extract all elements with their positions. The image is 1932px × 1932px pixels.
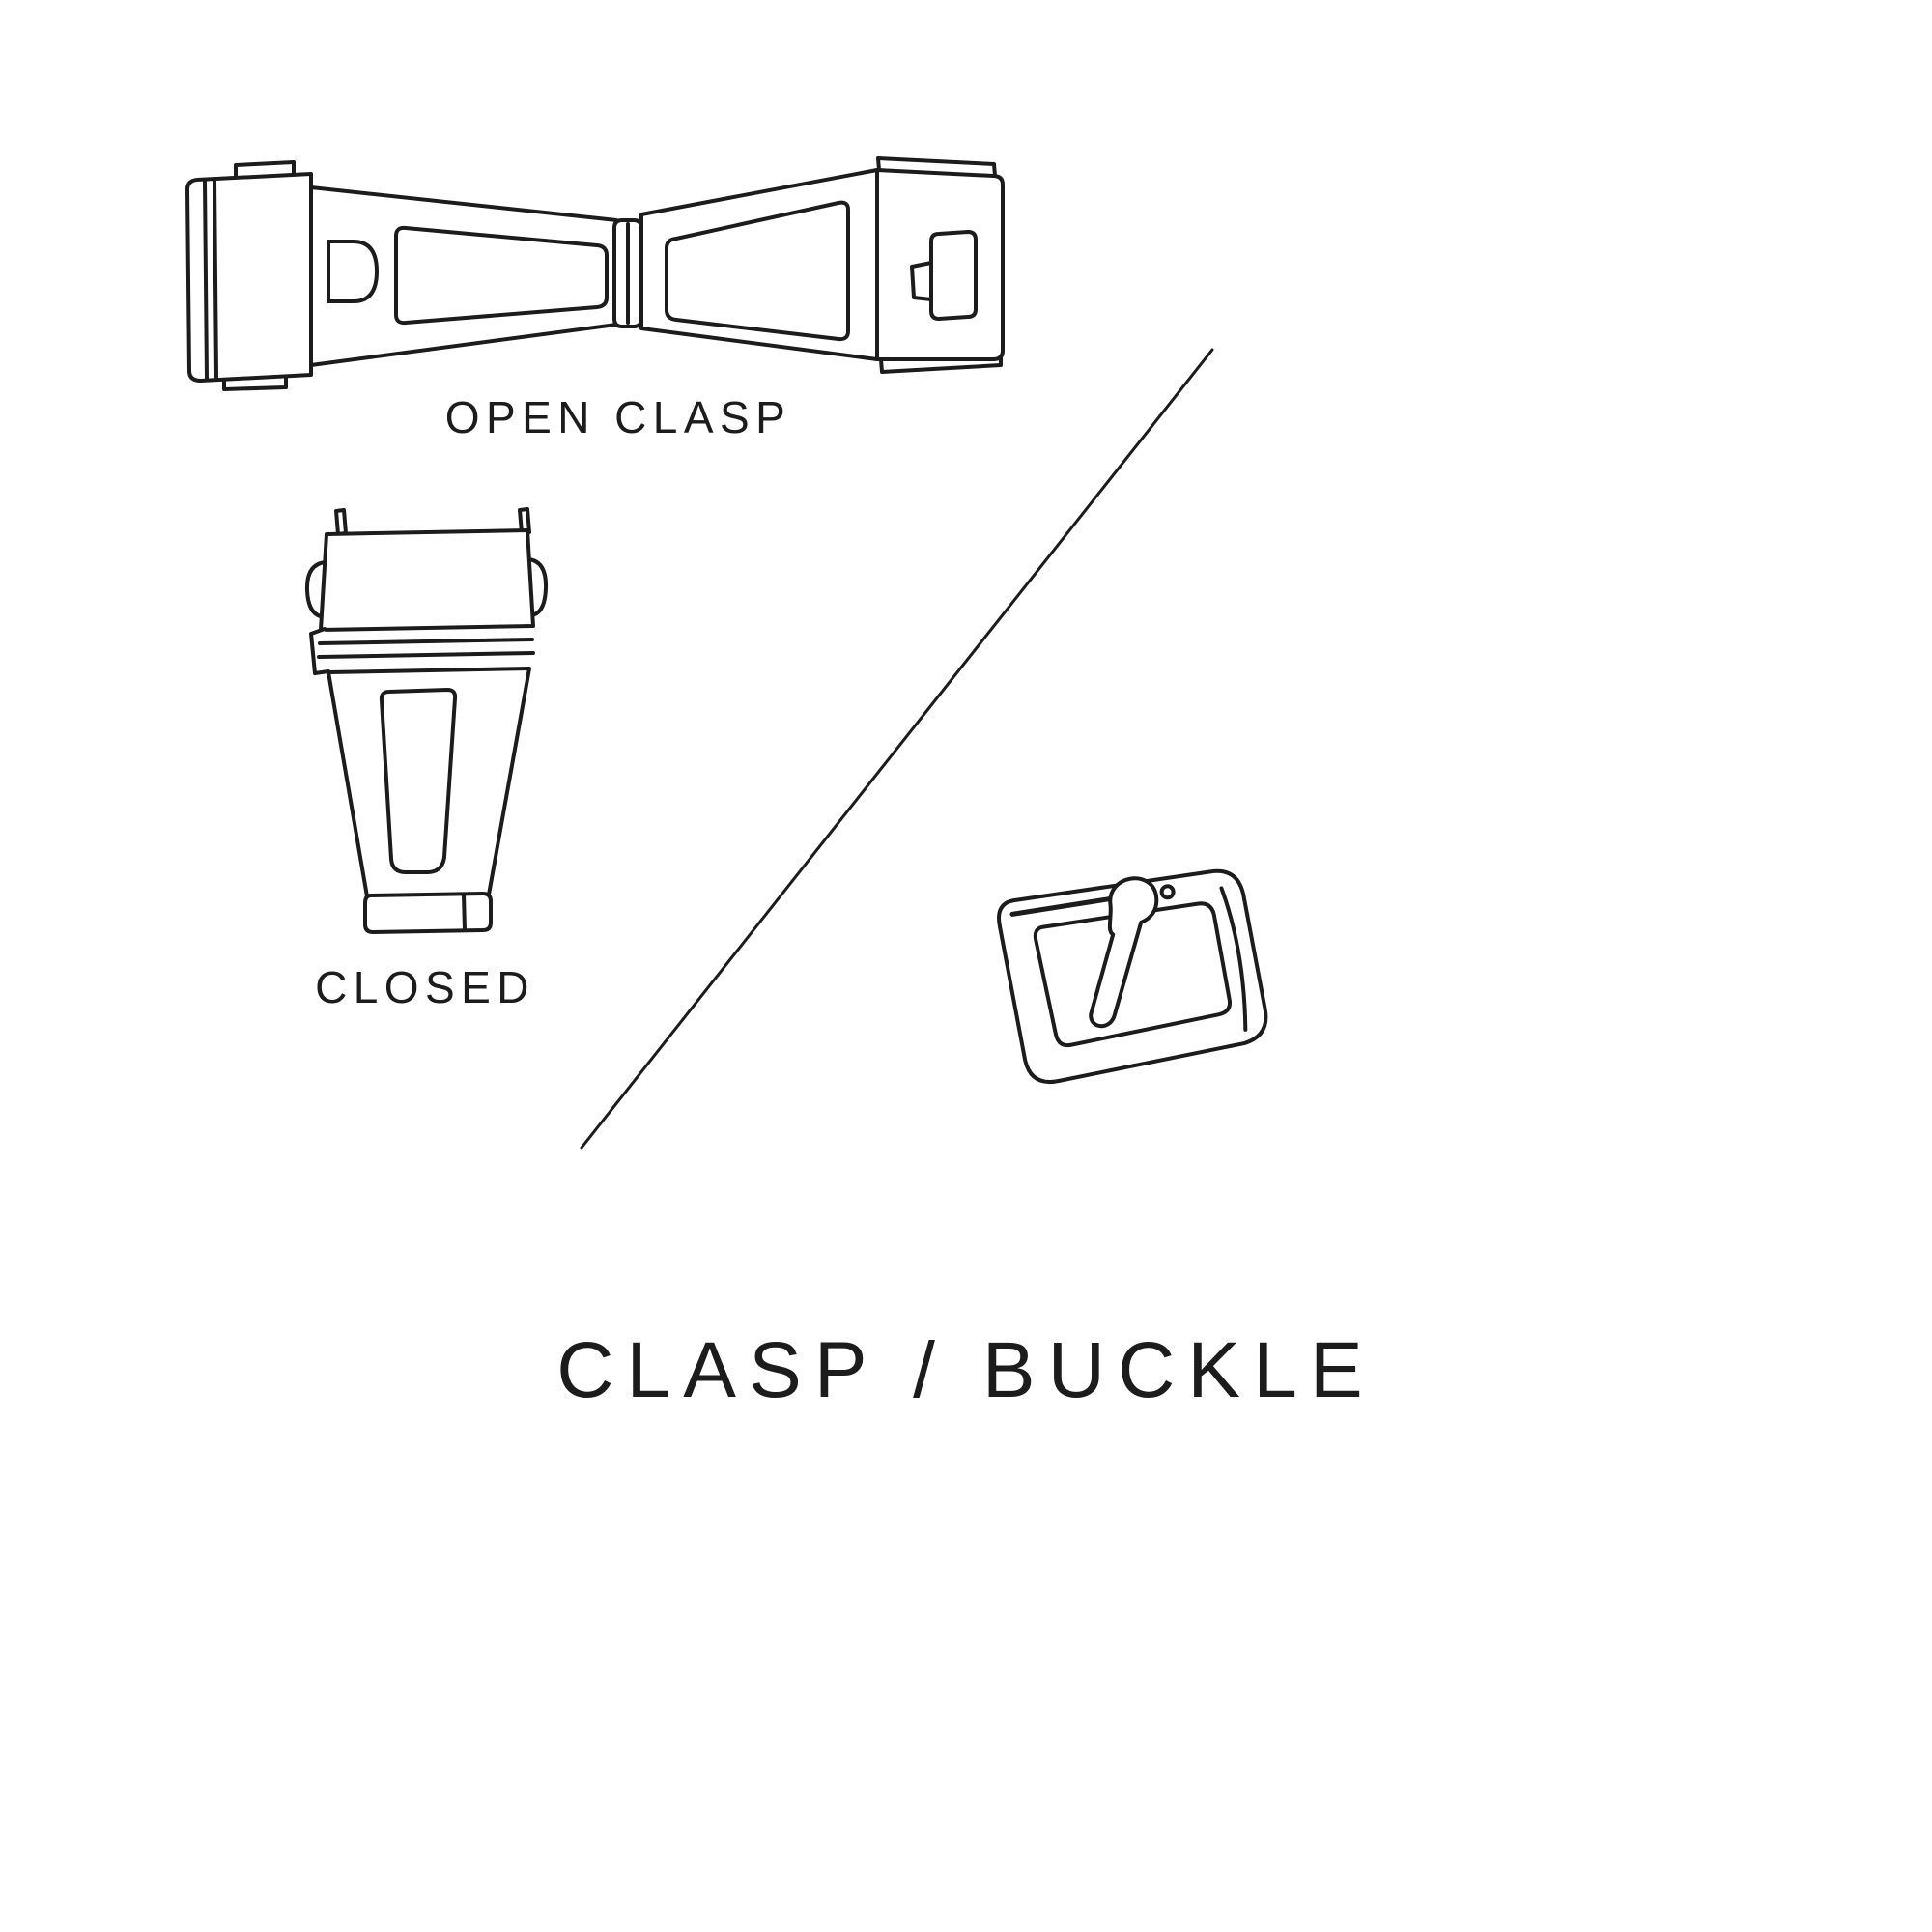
left-end-seam [213,179,218,379]
clasp-body [327,667,531,898]
right-link-inner-outline [665,200,850,342]
buckle-pin [1009,896,1113,917]
buckle-side-contour [1219,886,1248,1032]
open-clasp-hinge [612,218,643,328]
diagonal-divider-line [580,348,1214,1150]
right-end-cutout [929,230,978,321]
clasp-body-inner-line [379,688,458,874]
left-link-notch [327,240,379,303]
right-end-top-step [876,156,997,178]
prong-left [334,508,348,536]
open-clasp-right-link [639,168,879,361]
closed-clasp-illustration [304,507,549,934]
open-clasp-illustration [185,156,1005,391]
left-tab [309,627,330,675]
buckle-illustration [997,868,1268,1084]
divider-line [580,348,1214,1150]
closed-clasp-label: CLOSED [315,962,535,1012]
buckle-group [997,868,1268,1084]
open-clasp-label: OPEN CLASP [444,392,792,442]
clasp-cover [319,528,535,632]
right-end-bottom-step [879,356,1003,374]
bottom-cap-seam [462,893,467,932]
left-end-seam [203,180,209,380]
page-title: CLASP / BUCKLE [556,1326,1376,1414]
bottom-cap [363,892,493,934]
buckle-tongue [1089,876,1159,1029]
open-clasp-right-end [875,156,1005,374]
left-end-body [185,172,313,383]
buckle-pin-end [1159,884,1176,900]
left-ear [304,560,328,619]
right-ear [526,557,549,617]
open-clasp-left-link [309,185,618,367]
right-end-latch [910,261,933,301]
open-clasp-left-end [185,160,313,391]
band-lines [317,638,535,659]
left-link-inner-outline [394,225,609,326]
buckle-frame [997,868,1268,1084]
